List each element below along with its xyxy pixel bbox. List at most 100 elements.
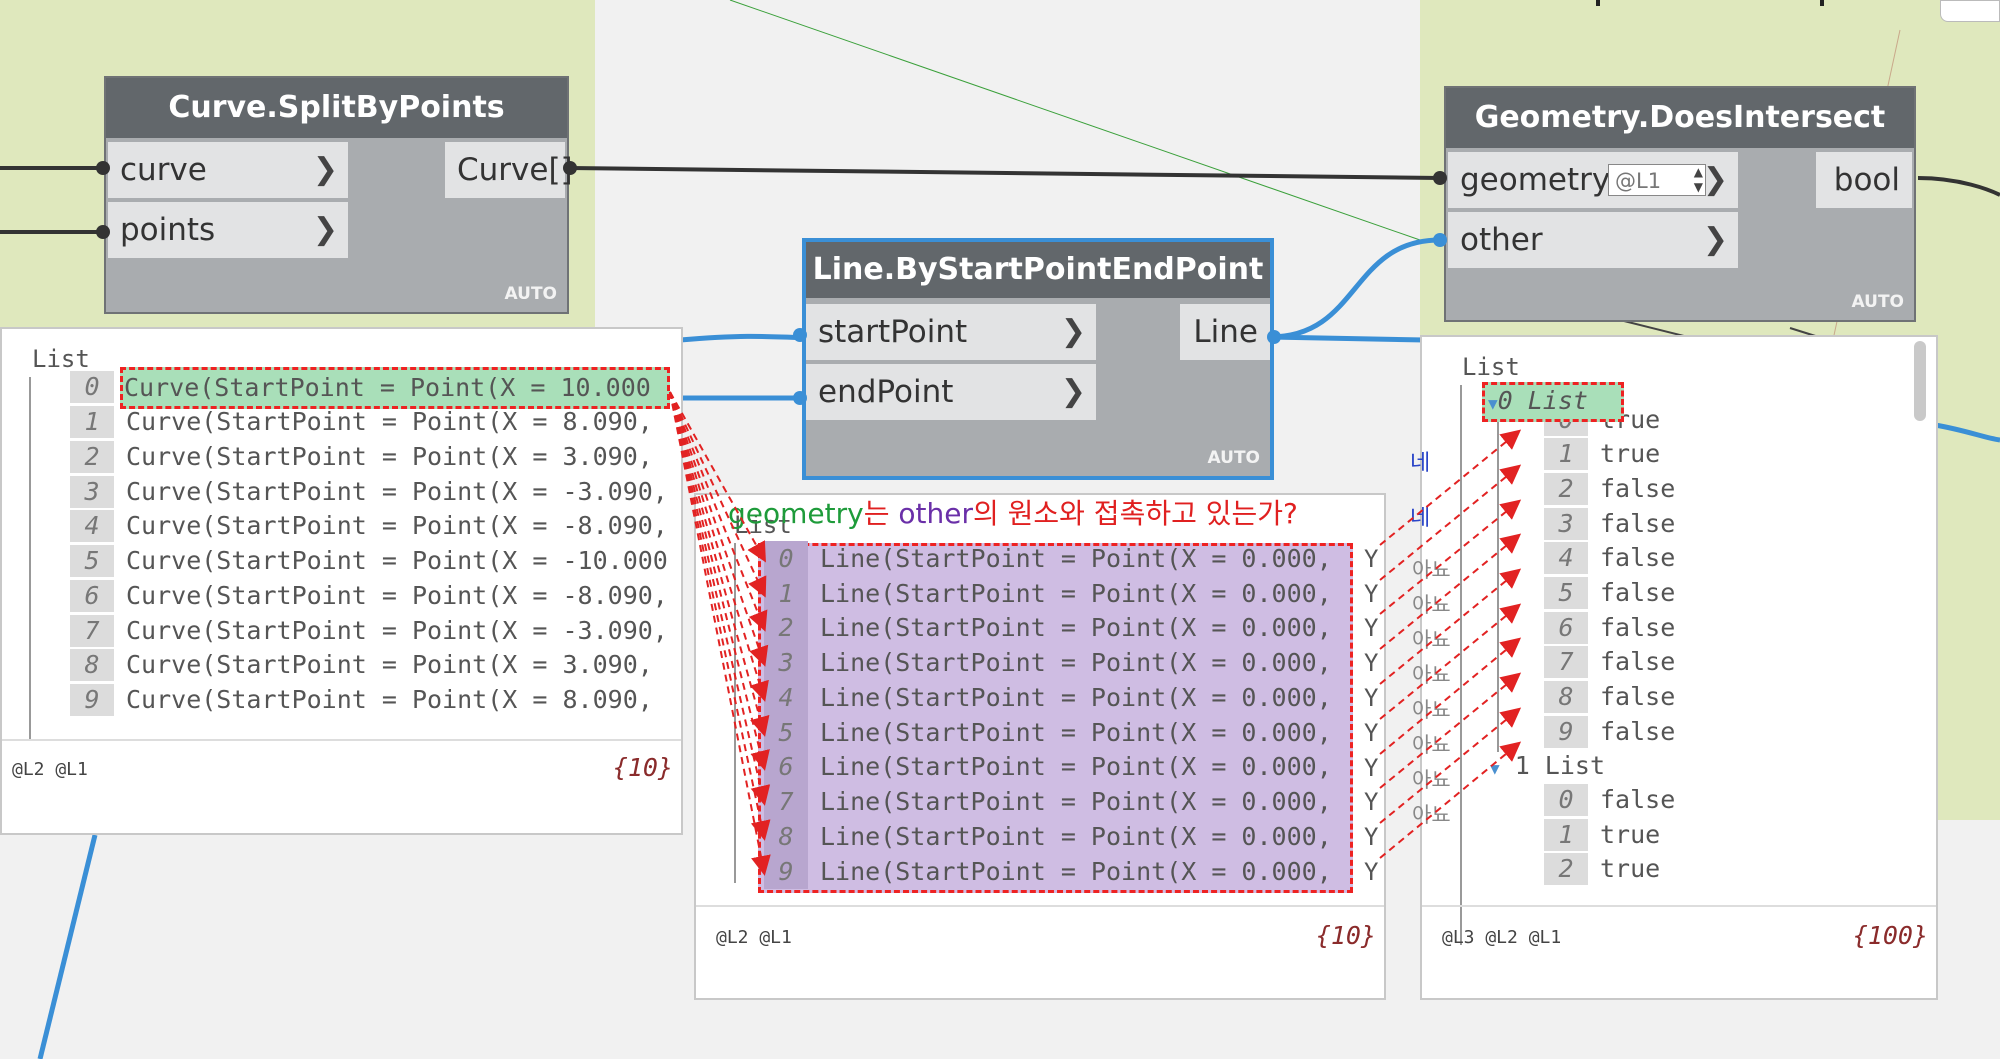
port-connector[interactable]: [96, 225, 110, 239]
list-header: List: [734, 511, 792, 539]
triangle-down-icon[interactable]: ▼: [1488, 394, 1498, 413]
scrollbar[interactable]: [1914, 341, 1926, 421]
output-port-bool[interactable]: bool: [1816, 152, 1912, 208]
chevron-right-icon: ❯: [1060, 314, 1086, 349]
node-geometry-does-intersect[interactable]: Geometry.DoesIntersect geometry ❯ @L1 ▲▼…: [1444, 86, 1916, 322]
bracket-marks-2: [1820, 0, 1824, 6]
port-label: endPoint: [818, 374, 954, 410]
item-count: {10}: [612, 753, 673, 782]
truncated-text-mark: Y: [1364, 649, 1379, 677]
truncated-text-mark: Y: [1364, 545, 1379, 573]
lacing-level-selector[interactable]: @L1 ▲▼: [1608, 164, 1706, 196]
tree-line: [1497, 407, 1499, 752]
annotation-part1: 는: [863, 497, 899, 530]
port-label: Curve[]: [457, 152, 573, 188]
chevron-right-icon: ❯: [1702, 222, 1728, 257]
annotation-no: 아뇨: [1412, 663, 1451, 687]
annotation-question: geometry는 other의 원소와 접촉하고 있는가?: [728, 492, 1298, 532]
divider: [2, 739, 681, 741]
annotation-part2: 의 원소와 접촉하고 있는가?: [972, 497, 1298, 530]
truncated-text-mark: Y: [1364, 580, 1379, 608]
port-label: curve: [120, 152, 207, 188]
divider: [696, 905, 1384, 907]
port-connector[interactable]: [1267, 330, 1281, 344]
port-connector[interactable]: [96, 161, 110, 175]
annotation-no: 아뇨: [1412, 558, 1451, 582]
output-port-curves[interactable]: Curve[]: [445, 142, 573, 198]
chevron-right-icon: ❯: [312, 152, 338, 187]
node-curve-split-by-points[interactable]: Curve.SplitByPoints curve ❯ points ❯ Cur…: [104, 76, 573, 314]
annotation-yes-2: 네: [1410, 506, 1431, 531]
truncated-text-mark: Y: [1364, 754, 1379, 782]
input-port-start-point[interactable]: startPoint ❯: [806, 304, 1096, 360]
input-port-points[interactable]: points ❯: [108, 202, 348, 258]
port-connector[interactable]: [793, 391, 807, 405]
bracket-marks: [1596, 0, 1600, 6]
output-port-line[interactable]: Line: [1180, 304, 1270, 360]
highlight-first-curve: [120, 367, 670, 409]
port-label: Line: [1193, 314, 1258, 350]
divider: [1422, 905, 1936, 907]
preview-curves[interactable]: List 0Curve(StartPoint = Point(X = 10.00…: [0, 327, 683, 835]
truncated-text-mark: Y: [1364, 719, 1379, 747]
tree-line: [1460, 385, 1462, 945]
port-connector[interactable]: [1433, 171, 1447, 185]
lacing-level-value: @L1: [1615, 169, 1662, 193]
lacing-auto-label: AUTO: [1851, 292, 1905, 312]
sublist-header-0[interactable]: ▼0 List: [1488, 386, 1588, 415]
truncated-text-mark: Y: [1364, 614, 1379, 642]
annotation-no: 아뇨: [1412, 698, 1451, 722]
node-line-by-start-point-end-point[interactable]: Line.ByStartPointEndPoint startPoint ❯ e…: [802, 238, 1274, 480]
input-port-end-point[interactable]: endPoint ❯: [806, 364, 1096, 420]
port-connector[interactable]: [793, 328, 807, 342]
port-connector[interactable]: [1433, 233, 1447, 247]
tree-line: [734, 543, 736, 883]
node-title: Curve.SplitByPoints: [106, 78, 567, 138]
input-port-other[interactable]: other ❯: [1448, 212, 1738, 268]
port-label: geometry: [1460, 162, 1611, 198]
list-header: List: [32, 345, 90, 373]
port-label: other: [1460, 222, 1543, 258]
node-title: Geometry.DoesIntersect: [1446, 88, 1914, 148]
item-count: {10}: [1315, 921, 1376, 950]
annotation-other: other: [898, 497, 973, 530]
triangle-down-icon[interactable]: ▼: [1490, 759, 1500, 778]
spinner-icon[interactable]: ▲▼: [1693, 165, 1703, 194]
annotation-no: 아뇨: [1412, 593, 1451, 617]
lacing-auto-label: AUTO: [504, 284, 558, 304]
port-label: bool: [1833, 162, 1900, 198]
list-levels: @L2 @L1: [12, 759, 88, 780]
list-header: List: [1462, 353, 1520, 381]
annotation-yes-1: 네: [1410, 451, 1431, 476]
chevron-right-icon: ❯: [1060, 374, 1086, 409]
input-port-curve[interactable]: curve ❯: [108, 142, 348, 198]
truncated-text-mark: Y: [1364, 858, 1379, 886]
sublist-header-1[interactable]: ▼ 1 List: [1490, 751, 1606, 780]
port-label: startPoint: [818, 314, 968, 350]
port-connector[interactable]: [563, 161, 577, 175]
item-count: {100}: [1852, 921, 1928, 950]
chevron-right-icon: ❯: [1702, 162, 1728, 197]
